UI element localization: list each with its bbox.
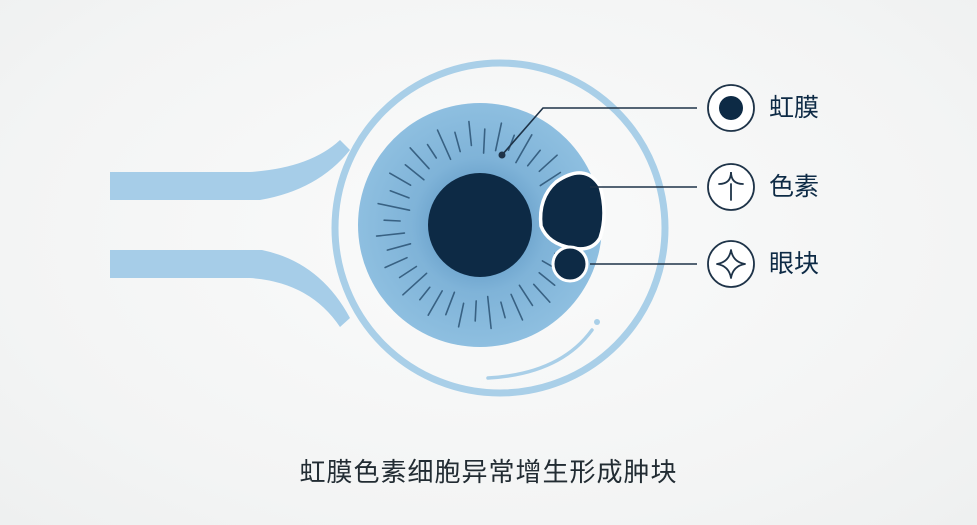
legend-label-pigment: 色素 <box>769 172 820 201</box>
iris-ray <box>436 129 452 161</box>
lower-stem-band <box>110 250 350 327</box>
leader-lines <box>501 107 697 265</box>
sparkle-star-icon <box>707 240 755 288</box>
legend-label-mass: 眼块 <box>769 249 820 278</box>
iris-ray <box>454 131 462 153</box>
iris-ray <box>526 149 542 167</box>
iris-ray <box>386 243 412 251</box>
iris-ray <box>494 122 503 152</box>
iris-ray <box>426 143 438 159</box>
iris-ray <box>375 232 406 237</box>
iris-ray <box>402 272 428 296</box>
iris-ray <box>377 202 411 211</box>
iris-ray <box>538 271 556 287</box>
iris-ray <box>409 147 430 170</box>
diagram-caption: 虹膜色素细胞异常增生形成肿块 <box>299 458 678 488</box>
iris-ray <box>486 295 492 330</box>
iris-ray <box>398 265 418 279</box>
iris-ray <box>444 291 456 316</box>
iris-ray <box>388 172 412 186</box>
iris-ray <box>539 171 562 187</box>
iris-ray <box>532 283 551 303</box>
legend-label-iris: 虹膜 <box>769 93 820 122</box>
leader-dot-iris <box>498 151 506 159</box>
iris-ray <box>510 293 524 321</box>
iris-ray <box>474 300 478 322</box>
pupil <box>428 173 532 277</box>
iris-ray <box>507 134 516 151</box>
iris-ray <box>500 301 506 319</box>
tumor-mass-large <box>538 171 606 251</box>
iris-ray <box>518 284 534 307</box>
iris-ray <box>427 290 444 317</box>
leader-line-iris <box>501 107 697 156</box>
iris-ray <box>468 120 473 147</box>
iris-ray <box>404 164 425 181</box>
reflection-arc <box>486 328 594 380</box>
iris-ray <box>538 154 558 173</box>
iris-ray <box>482 128 486 154</box>
iris-ray <box>457 302 465 328</box>
tumor-mass-small <box>551 245 589 283</box>
iris-ray <box>389 190 410 199</box>
iris-ray <box>515 134 533 164</box>
iris-ray <box>418 286 431 301</box>
reflection-dot <box>594 319 600 325</box>
iris-ray <box>384 256 408 269</box>
iris-dot-icon <box>707 84 755 132</box>
pigment-drop-icon <box>707 163 755 211</box>
upper-stem-band <box>110 140 350 200</box>
iris-ray <box>383 219 401 222</box>
eyeball-outline <box>331 59 669 397</box>
